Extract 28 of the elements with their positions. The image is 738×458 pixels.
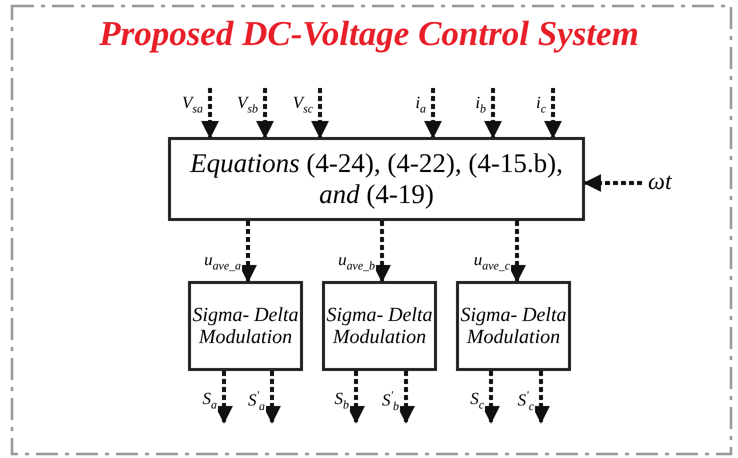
modulator-block [322, 281, 437, 371]
dashed-arrow [583, 174, 642, 192]
block-text: Sigma- Delta Modulation [459, 304, 568, 348]
title: Proposed DC-Voltage Control System [98, 14, 640, 54]
modulator-block [456, 281, 571, 371]
signal-label: V$_{sc}$ [292, 94, 314, 116]
dashed-arrow [201, 88, 219, 139]
dashed-arrow [424, 88, 442, 139]
equation-block [168, 137, 585, 221]
block-text: Sigma- Delta Modulation [325, 304, 434, 348]
signal-label: i$_{c}$ [534, 94, 547, 116]
signal-label: i$_{a}$ [414, 94, 427, 116]
signal-label: i$_{b}$ [474, 94, 487, 116]
dashed-arrow [311, 88, 329, 139]
modulator-block [188, 281, 303, 371]
signal-label: S$_{a}$ [202, 390, 218, 412]
dashed-arrow [482, 371, 500, 424]
dashed-arrow [544, 88, 562, 139]
signal-label: S$_{c}$ [469, 390, 485, 412]
dashed-arrow [256, 88, 274, 139]
signal-label: V$_{sa}$ [181, 94, 204, 116]
dashed-arrow [484, 88, 502, 139]
dashed-arrow [347, 371, 365, 424]
signal-label: V$_{sb}$ [236, 94, 259, 116]
signal-label: S$_{b}$ [334, 390, 350, 412]
block-text: Equations (4-24), (4-22), (4-15.b), and (4-19) [188, 148, 564, 210]
dashed-arrow [215, 371, 233, 424]
block-text: Sigma- Delta Modulation [191, 304, 300, 348]
